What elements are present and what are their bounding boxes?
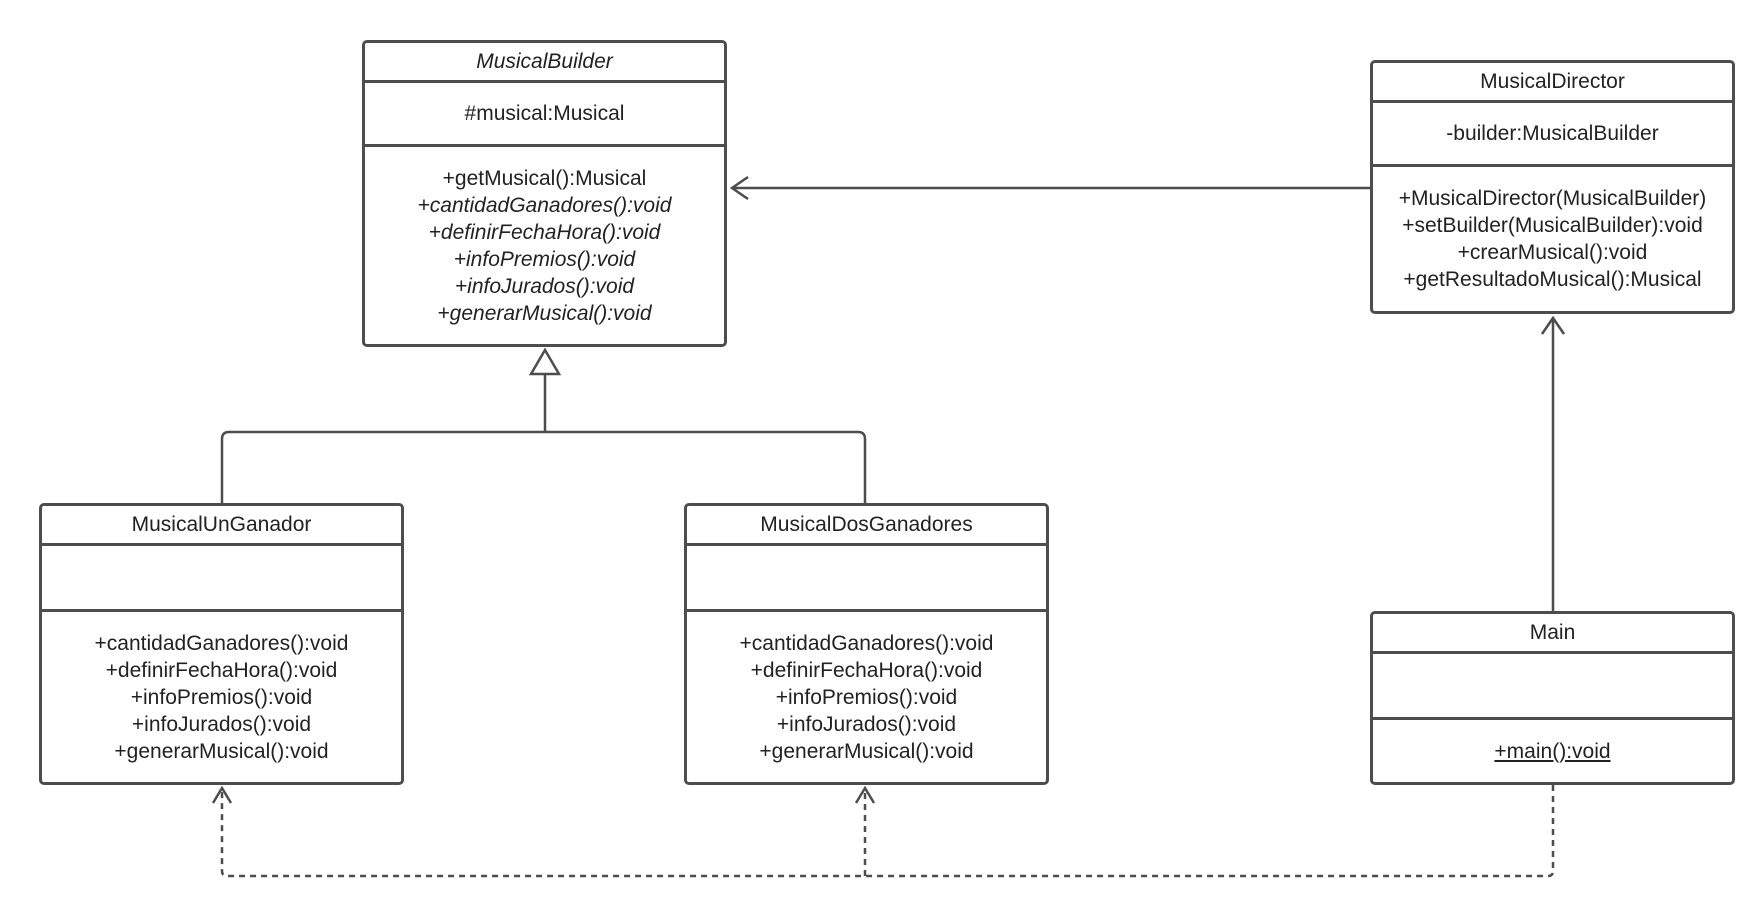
class-name: MusicalDirector <box>1373 63 1732 103</box>
operation: +infoPremios():void <box>130 685 313 709</box>
operation: +infoJurados():void <box>776 712 957 736</box>
association-main-director-arrowhead <box>1540 315 1566 335</box>
dependency-main-line <box>220 785 1555 878</box>
dependency-un-ganador-arrowhead <box>211 785 233 804</box>
class-musical-builder[interactable]: MusicalBuilder #musical:Musical +getMusi… <box>362 40 727 347</box>
attribute: #musical:Musical <box>464 101 625 125</box>
class-main[interactable]: Main +main():void <box>1370 611 1735 785</box>
class-name: MusicalDosGanadores <box>687 506 1046 546</box>
generalization-branch-line <box>220 430 867 505</box>
class-name: MusicalBuilder <box>365 43 724 83</box>
generalization-triangle <box>528 347 562 376</box>
class-name: Main <box>1373 614 1732 654</box>
attributes-compartment <box>1373 654 1732 720</box>
operation: +getMusical():Musical <box>442 166 647 190</box>
operation: +infoPremios():void <box>453 247 636 271</box>
operation: +generarMusical():void <box>759 739 974 763</box>
operation: +crearMusical():void <box>1457 241 1648 264</box>
operation: +definirFechaHora():void <box>105 658 338 682</box>
dependency-dos-ganadores-arrowhead <box>854 785 876 804</box>
operation: +getResultadoMusical():Musical <box>1403 268 1702 291</box>
operation: +cantidadGanadores():void <box>739 631 994 655</box>
operation: +infoPremios():void <box>775 685 958 709</box>
operations-compartment: +MusicalDirector(MusicalBuilder) +setBui… <box>1373 167 1732 311</box>
operation: +cantidadGanadores():void <box>417 193 672 217</box>
class-musical-director[interactable]: MusicalDirector -builder:MusicalBuilder … <box>1370 60 1735 314</box>
attributes-compartment <box>687 546 1046 612</box>
operation: +generarMusical():void <box>437 301 652 325</box>
operation: +MusicalDirector(MusicalBuilder) <box>1398 187 1707 210</box>
operation: +definirFechaHora():void <box>428 220 661 244</box>
operation: +infoJurados():void <box>454 274 635 298</box>
operation: +setBuilder(MusicalBuilder):void <box>1402 214 1703 237</box>
operations-compartment: +cantidadGanadores():void +definirFechaH… <box>687 612 1046 782</box>
attributes-compartment <box>42 546 401 612</box>
class-musical-dos-ganadores[interactable]: MusicalDosGanadores +cantidadGanadores()… <box>684 503 1049 785</box>
operations-compartment: +main():void <box>1373 720 1732 782</box>
operation: +cantidadGanadores():void <box>94 631 349 655</box>
operations-compartment: +cantidadGanadores():void +definirFechaH… <box>42 612 401 782</box>
attributes-compartment: -builder:MusicalBuilder <box>1373 103 1732 167</box>
operation: +definirFechaHora():void <box>750 658 983 682</box>
class-musical-un-ganador[interactable]: MusicalUnGanador +cantidadGanadores():vo… <box>39 503 404 785</box>
attributes-compartment: #musical:Musical <box>365 83 724 147</box>
operation: +infoJurados():void <box>131 712 312 736</box>
class-name: MusicalUnGanador <box>42 506 401 546</box>
association-director-builder-arrowhead <box>729 175 749 201</box>
operation: +main():void <box>1494 739 1611 763</box>
attribute: -builder:MusicalBuilder <box>1446 121 1659 145</box>
operations-compartment: +getMusical():Musical +cantidadGanadores… <box>365 147 724 344</box>
operation: +generarMusical():void <box>114 739 329 763</box>
